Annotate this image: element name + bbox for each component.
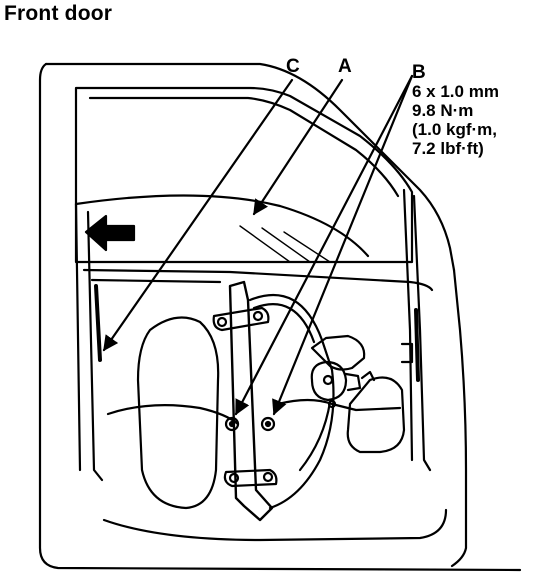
bolt-torque-lbfft: 7.2 lbf·ft) [412, 139, 484, 158]
rear-glass-run [74, 202, 82, 472]
lower-bracket [223, 468, 278, 488]
bolt-size: 6 x 1.0 mm [412, 82, 499, 101]
rear-glass-run-inner [86, 210, 104, 482]
glass-reflection-line [283, 231, 331, 263]
access-hole-right [346, 376, 406, 454]
access-hole-left [136, 316, 220, 510]
front-channel-bracket [400, 342, 414, 364]
callout-b-label: B [412, 62, 426, 83]
front-glass-run-inner [412, 194, 432, 472]
motor-gear-housing [310, 360, 348, 402]
window-frame-outer [74, 86, 414, 264]
motor-gear-center [322, 374, 334, 386]
regulator-bolt-center [264, 420, 272, 428]
window-glass-top [74, 194, 370, 258]
lower-bracket-bolt [228, 472, 240, 484]
door-top-edge [44, 62, 456, 272]
bolt-torque-nm: 9.8 N·m [412, 101, 474, 120]
upper-bracket-bolt [252, 310, 264, 322]
regulator-cable [298, 400, 332, 472]
bolt-spec: 6 x 1.0 mm 9.8 N·m (1.0 kgf·m, 7.2 lbf·f… [412, 82, 499, 158]
front-glass-run [402, 188, 414, 462]
motor-mount [344, 372, 362, 392]
regulator-bolt [224, 416, 240, 432]
callout-b-leader-2 [272, 74, 414, 416]
callout-a-label: A [338, 56, 352, 77]
page-title: Front door [4, 2, 113, 25]
motor-connector [360, 370, 376, 382]
belt-line-inner [90, 278, 222, 284]
upper-bracket-bolt [216, 316, 228, 328]
callout-a-leader [252, 78, 344, 216]
upper-bracket [212, 306, 270, 332]
front-direction-arrow-icon [84, 214, 136, 252]
callout-c-label: C [286, 56, 300, 77]
lower-bracket-bolt [262, 471, 274, 483]
window-frame-inner [88, 96, 400, 198]
door-inner-bottom [102, 508, 448, 542]
glass-reflection-line [261, 227, 311, 263]
front-channel-thick [414, 308, 420, 382]
regulator-arm [248, 293, 335, 510]
bolt-torque-kgfm: (1.0 kgf·m, [412, 120, 498, 139]
regulator-bolt [260, 416, 276, 432]
glass-reflection-line [239, 225, 291, 263]
regulator-bolt-center [228, 420, 236, 428]
regulator-motor [310, 334, 366, 371]
door-outer-edge [38, 62, 522, 572]
rear-channel-thick [94, 284, 102, 362]
belt-line [82, 268, 434, 292]
door-front-edge [450, 268, 468, 568]
callout-c-leader [102, 78, 294, 352]
callout-b-leader-1 [234, 74, 414, 416]
